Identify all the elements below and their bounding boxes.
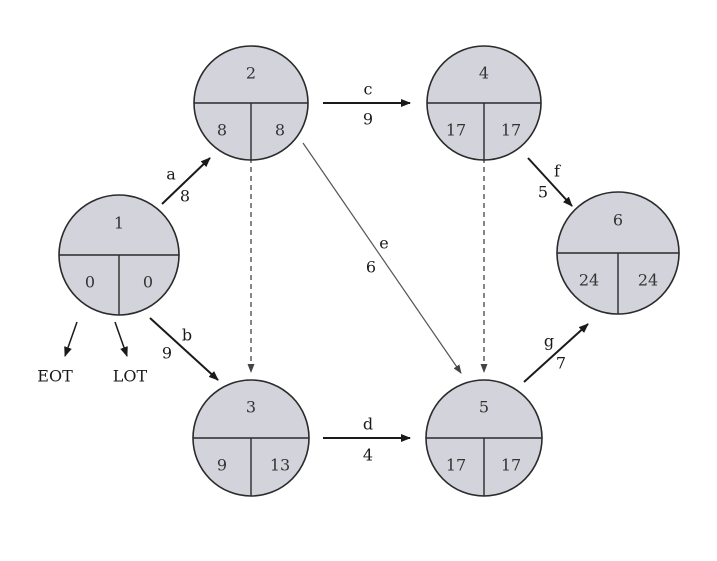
edge-b-arrow — [149, 317, 219, 381]
edge-g: g 7 — [523, 323, 589, 383]
node-5-eot: 17 — [446, 456, 466, 475]
legend-eot-label: EOT — [37, 367, 73, 386]
node-2-eot: 8 — [217, 121, 227, 140]
edge-d: d 4 — [323, 415, 411, 465]
edge-e-activity: e — [379, 234, 388, 253]
node-3-label: 3 — [246, 398, 256, 417]
node-6: 6 24 24 — [556, 191, 680, 315]
legend-lot-arrow — [114, 321, 128, 357]
edge-d-activity: d — [363, 415, 373, 434]
edge-g-arrow — [523, 323, 589, 383]
node-4-label: 4 — [479, 64, 489, 83]
legend: EOT LOT — [37, 321, 148, 386]
node-5-label: 5 — [479, 398, 489, 417]
edge-a-duration: 8 — [180, 187, 190, 206]
edge-f: f 5 — [527, 157, 573, 207]
edge-a-activity: a — [166, 165, 176, 184]
edge-c-duration: 9 — [363, 110, 373, 129]
edge-b-duration: 9 — [162, 344, 172, 363]
node-4-lot: 17 — [501, 121, 521, 140]
node-6-lot: 24 — [638, 271, 658, 290]
node-1-lot: 0 — [143, 273, 153, 292]
node-5-lot: 17 — [501, 456, 521, 475]
edge-b-activity: b — [182, 326, 192, 345]
node-1-eot: 0 — [85, 273, 95, 292]
edge-b: b 9 — [149, 317, 219, 381]
node-3: 3 9 13 — [192, 379, 310, 497]
edge-a-arrow — [161, 157, 211, 205]
node-2-label: 2 — [246, 64, 256, 83]
node-1-label: 1 — [114, 214, 124, 233]
node-1: 1 0 0 — [58, 194, 180, 316]
edge-f-activity: f — [554, 162, 561, 181]
edge-e: e 6 — [302, 142, 462, 374]
node-3-lot: 13 — [270, 456, 290, 475]
edge-e-duration: 6 — [366, 258, 376, 277]
node-2: 2 8 8 — [193, 45, 309, 161]
node-4: 4 17 17 — [426, 45, 542, 161]
edge-f-arrow — [527, 157, 573, 207]
node-3-eot: 9 — [217, 456, 227, 475]
edge-g-duration: 7 — [556, 354, 566, 373]
edge-c: c 9 — [323, 80, 411, 129]
node-6-label: 6 — [613, 211, 623, 230]
edge-c-activity: c — [364, 80, 373, 99]
edge-e-arrow — [302, 142, 462, 374]
node-6-eot: 24 — [579, 271, 599, 290]
edge-d-duration: 4 — [363, 446, 373, 465]
edge-g-activity: g — [544, 332, 554, 351]
edge-a: a 8 — [161, 157, 211, 206]
node-2-lot: 8 — [275, 121, 285, 140]
node-5: 5 17 17 — [425, 379, 543, 497]
legend-eot-arrow — [64, 321, 78, 357]
legend-lot-label: LOT — [113, 367, 148, 386]
node-4-eot: 17 — [446, 121, 466, 140]
edge-f-duration: 5 — [538, 183, 548, 202]
